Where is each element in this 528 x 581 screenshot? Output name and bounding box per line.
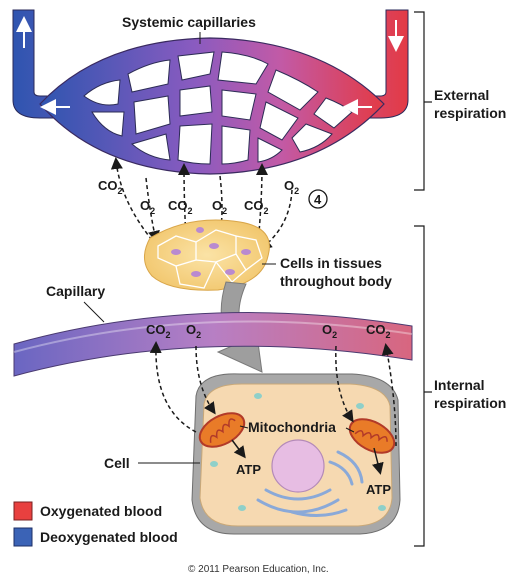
co2-label: CO <box>168 198 188 213</box>
systemic-capillaries-label: Systemic capillaries <box>122 14 256 30</box>
svg-text:CO2: CO2 <box>168 198 193 216</box>
svg-text:O2: O2 <box>186 322 201 340</box>
o2-label: O <box>212 198 222 213</box>
svg-text:O2: O2 <box>284 178 299 196</box>
o2-label: O <box>284 178 294 193</box>
gas-labels-top: CO2 O2 CO2 O2 CO2 O2 <box>98 178 299 216</box>
legend-deoxygenated-label: Deoxygenated blood <box>40 529 178 545</box>
legend-oxygenated-label: Oxygenated blood <box>40 503 162 519</box>
svg-text:O2: O2 <box>322 322 337 340</box>
svg-text:CO2: CO2 <box>98 178 123 196</box>
svg-text:CO2: CO2 <box>146 322 171 340</box>
copyright: © 2011 Pearson Education, Inc. <box>188 564 329 575</box>
atp-arrows <box>231 439 384 475</box>
gas-exchange-arrows-bottom <box>149 341 397 447</box>
capillary-leader <box>83 301 105 323</box>
nucleus <box>271 439 325 493</box>
svg-text:CO2: CO2 <box>366 322 391 340</box>
svg-text:CO2: CO2 <box>244 198 269 216</box>
legend: Oxygenated blood Deoxygenated blood <box>13 501 178 547</box>
internal-respiration-label-1: Internal <box>434 377 485 393</box>
cells-in-tissues-label-1: Cells in tissues <box>280 255 382 271</box>
cell <box>191 373 401 535</box>
mitochondrion-right <box>348 418 396 454</box>
cells-in-tissues-label-2: throughout body <box>280 273 392 289</box>
svg-text:O2: O2 <box>140 198 155 216</box>
systemic-capillary-bed <box>12 9 409 175</box>
internal-respiration-bracket <box>414 225 425 547</box>
gas-labels-capillary: CO2 O2 O2 CO2 <box>146 322 391 340</box>
o2-label: O <box>140 198 150 213</box>
mitochondria-label: Mitochondria <box>248 419 336 435</box>
internal-respiration-label-2: respiration <box>434 395 506 411</box>
atp-label-left: ATP <box>236 462 261 477</box>
step-number-badge: 4 <box>308 189 328 209</box>
svg-text:4: 4 <box>314 192 322 207</box>
co2-label: CO <box>98 178 118 193</box>
capillary-vessel <box>13 312 413 377</box>
external-respiration-bracket <box>414 11 425 191</box>
co2-label: CO <box>244 198 264 213</box>
tissue-cells <box>144 219 270 291</box>
legend-swatch-oxygenated <box>13 501 33 521</box>
external-respiration-label-2: respiration <box>434 105 506 121</box>
atp-label-right: ATP <box>366 482 391 497</box>
cell-label: Cell <box>104 455 130 471</box>
endoplasmic-reticulum <box>256 450 364 517</box>
mitochondrion-left <box>198 412 246 448</box>
legend-swatch-deoxygenated <box>13 527 33 547</box>
external-respiration-label-1: External <box>434 87 489 103</box>
svg-text:O2: O2 <box>212 198 227 216</box>
capillary-label: Capillary <box>46 283 105 299</box>
